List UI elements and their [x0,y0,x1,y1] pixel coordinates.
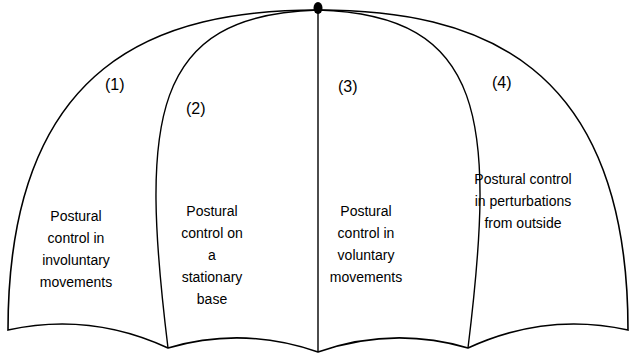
umbrella-panel: Postural control in perturbations from o… [473,168,573,234]
umbrella-panel: Postural control in involuntary movement… [30,205,122,293]
umbrella-rib [317,10,318,352]
umbrella-panel: Postural control on a stationary base [180,200,244,310]
panel-text: Postural control in involuntary movement… [30,205,122,293]
panel-text: Postural control in perturbations from o… [473,168,573,234]
callout-number: (1) [105,76,125,94]
callout-number: (4) [492,74,512,92]
callout-number: (2) [186,100,206,118]
umbrella-knob [314,2,323,14]
umbrella-rib [318,10,480,348]
panel-text: Postural control in voluntary movements [326,200,406,288]
panel-text: Postural control on a stationary base [180,200,244,310]
umbrella-canopy [8,10,628,352]
umbrella-rib [156,10,318,348]
umbrella-panel: Postural control in voluntary movements [326,200,406,288]
callout-number: (3) [338,78,358,96]
